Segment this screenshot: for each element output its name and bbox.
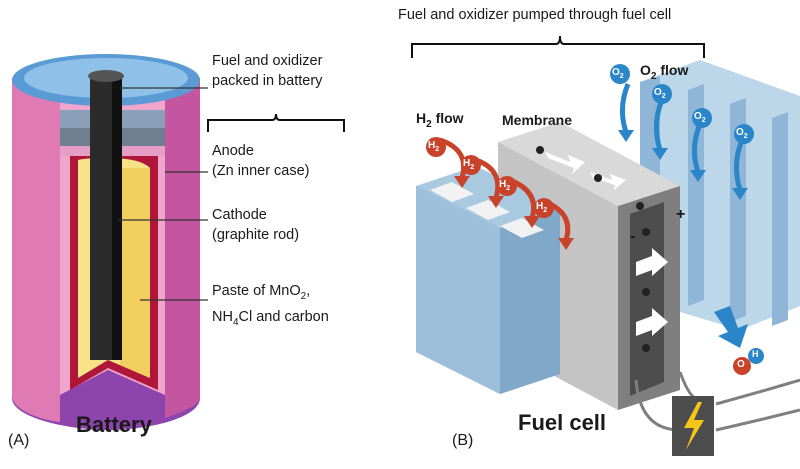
h2-bubble-2: H2 <box>463 158 475 171</box>
o2-bubble-2: O2 <box>654 87 666 100</box>
panel-b-label: (B) <box>452 432 474 449</box>
water-molecule <box>733 348 764 375</box>
water-h-label: H <box>752 349 759 359</box>
fuel-cell-top-label: Fuel and oxidizer pumped through fuel ce… <box>398 7 672 23</box>
h2-plate <box>416 166 560 394</box>
fuel-cell-title: Fuel cell <box>518 410 607 435</box>
paste-label-line2: NH4Cl and carbon <box>212 309 329 328</box>
battery-title: Battery <box>76 412 152 437</box>
anode-label-line2: (Zn inner case) <box>212 163 310 179</box>
h2-arrowheads <box>454 176 574 250</box>
paste-label-line1: Paste of MnO2, <box>212 283 311 302</box>
anode-label-line1: Anode <box>212 143 254 159</box>
h2-flow-label: H2 flow <box>416 110 464 130</box>
cathode-label-line1: Cathode <box>212 207 267 223</box>
h2-bubble-1: H2 <box>428 140 440 153</box>
o2-flow-label: O2 flow <box>640 62 689 82</box>
o2-bubble-3: O2 <box>694 111 706 124</box>
battery-brace <box>207 113 345 132</box>
o2-arrowheads <box>618 130 748 348</box>
h2-bubbles <box>426 137 554 218</box>
membrane-label: Membrane <box>502 112 573 128</box>
h2-bubble-3: H2 <box>499 179 511 192</box>
fuel-cell-brace <box>411 35 705 58</box>
lightning-bolt-icon <box>672 396 714 456</box>
o2-bubbles <box>610 64 754 144</box>
o2-bubble-4: O2 <box>736 127 748 140</box>
battery-brace-label-line1: Fuel and oxidizer <box>212 53 323 69</box>
h2-bubble-4: H2 <box>536 201 548 214</box>
minus-terminal: - <box>630 228 636 245</box>
cathode-label-line2: (graphite rod) <box>212 227 300 243</box>
battery-leader-lines <box>118 87 208 301</box>
o2-flow-arrows <box>620 83 745 191</box>
o2-bubble-1: O2 <box>612 67 624 80</box>
battery-illustration <box>12 54 200 430</box>
water-o-label: O <box>737 359 745 370</box>
panel-a-label: (A) <box>8 432 30 449</box>
plus-terminal: + <box>676 206 686 223</box>
battery-brace-label-line2: packed in battery <box>212 73 323 89</box>
